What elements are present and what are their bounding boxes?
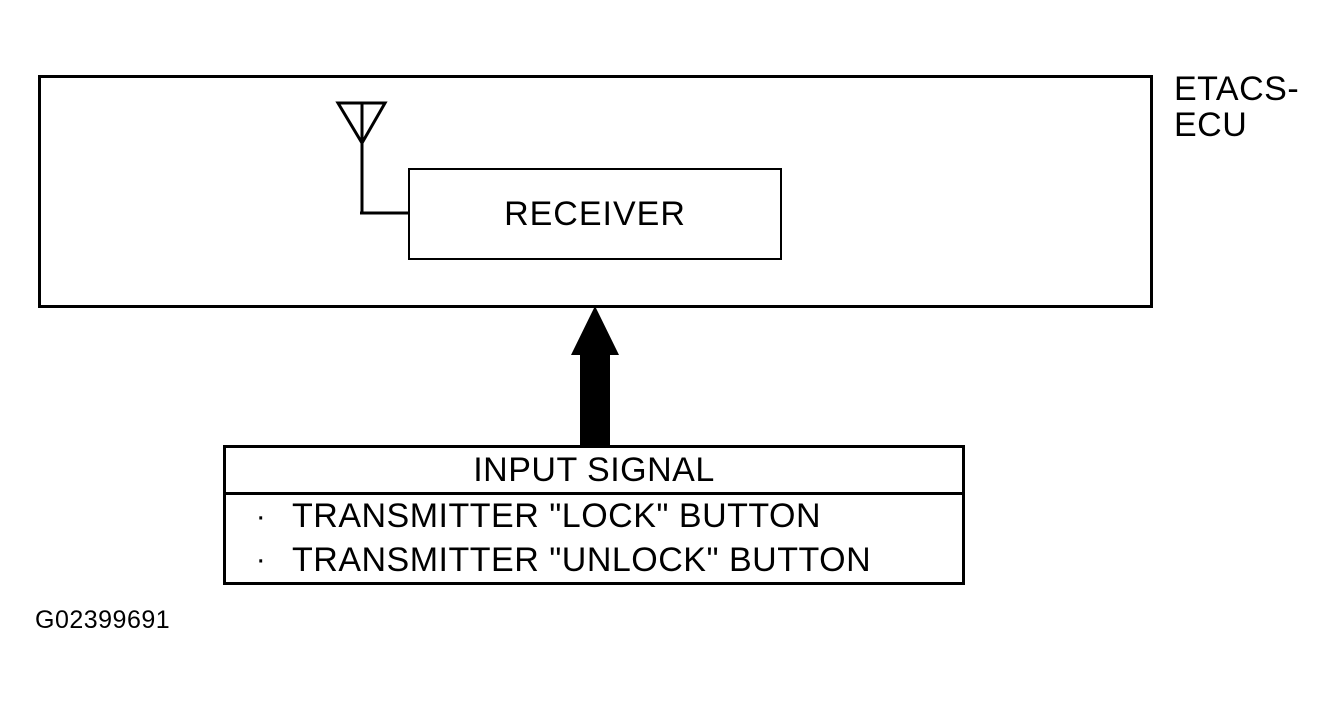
etacs-ecu-label-line2: ECU xyxy=(1174,106,1248,144)
receiver-box: RECEIVER xyxy=(408,168,782,260)
list-item-label: TRANSMITTER "UNLOCK" BUTTON xyxy=(292,540,872,579)
bullet-icon: · xyxy=(255,543,267,577)
input-signal-items: · TRANSMITTER "LOCK" BUTTON · TRANSMITTE… xyxy=(226,495,962,582)
etacs-ecu-label-line1: ETACS- xyxy=(1174,70,1300,108)
input-signal-title: INPUT SIGNAL xyxy=(226,448,962,495)
bullet-icon: · xyxy=(255,499,267,533)
list-item: · TRANSMITTER "UNLOCK" BUTTON xyxy=(254,541,962,580)
etacs-ecu-label: ETACS- ECU xyxy=(1174,71,1299,143)
input-signal-box: INPUT SIGNAL · TRANSMITTER "LOCK" BUTTON… xyxy=(223,445,965,585)
list-item: · TRANSMITTER "LOCK" BUTTON xyxy=(254,497,962,536)
antenna-icon xyxy=(335,101,412,215)
figure-code: G02399691 xyxy=(35,606,171,634)
list-item-label: TRANSMITTER "LOCK" BUTTON xyxy=(292,497,822,536)
up-arrow-icon xyxy=(571,306,619,448)
receiver-label: RECEIVER xyxy=(504,194,686,233)
